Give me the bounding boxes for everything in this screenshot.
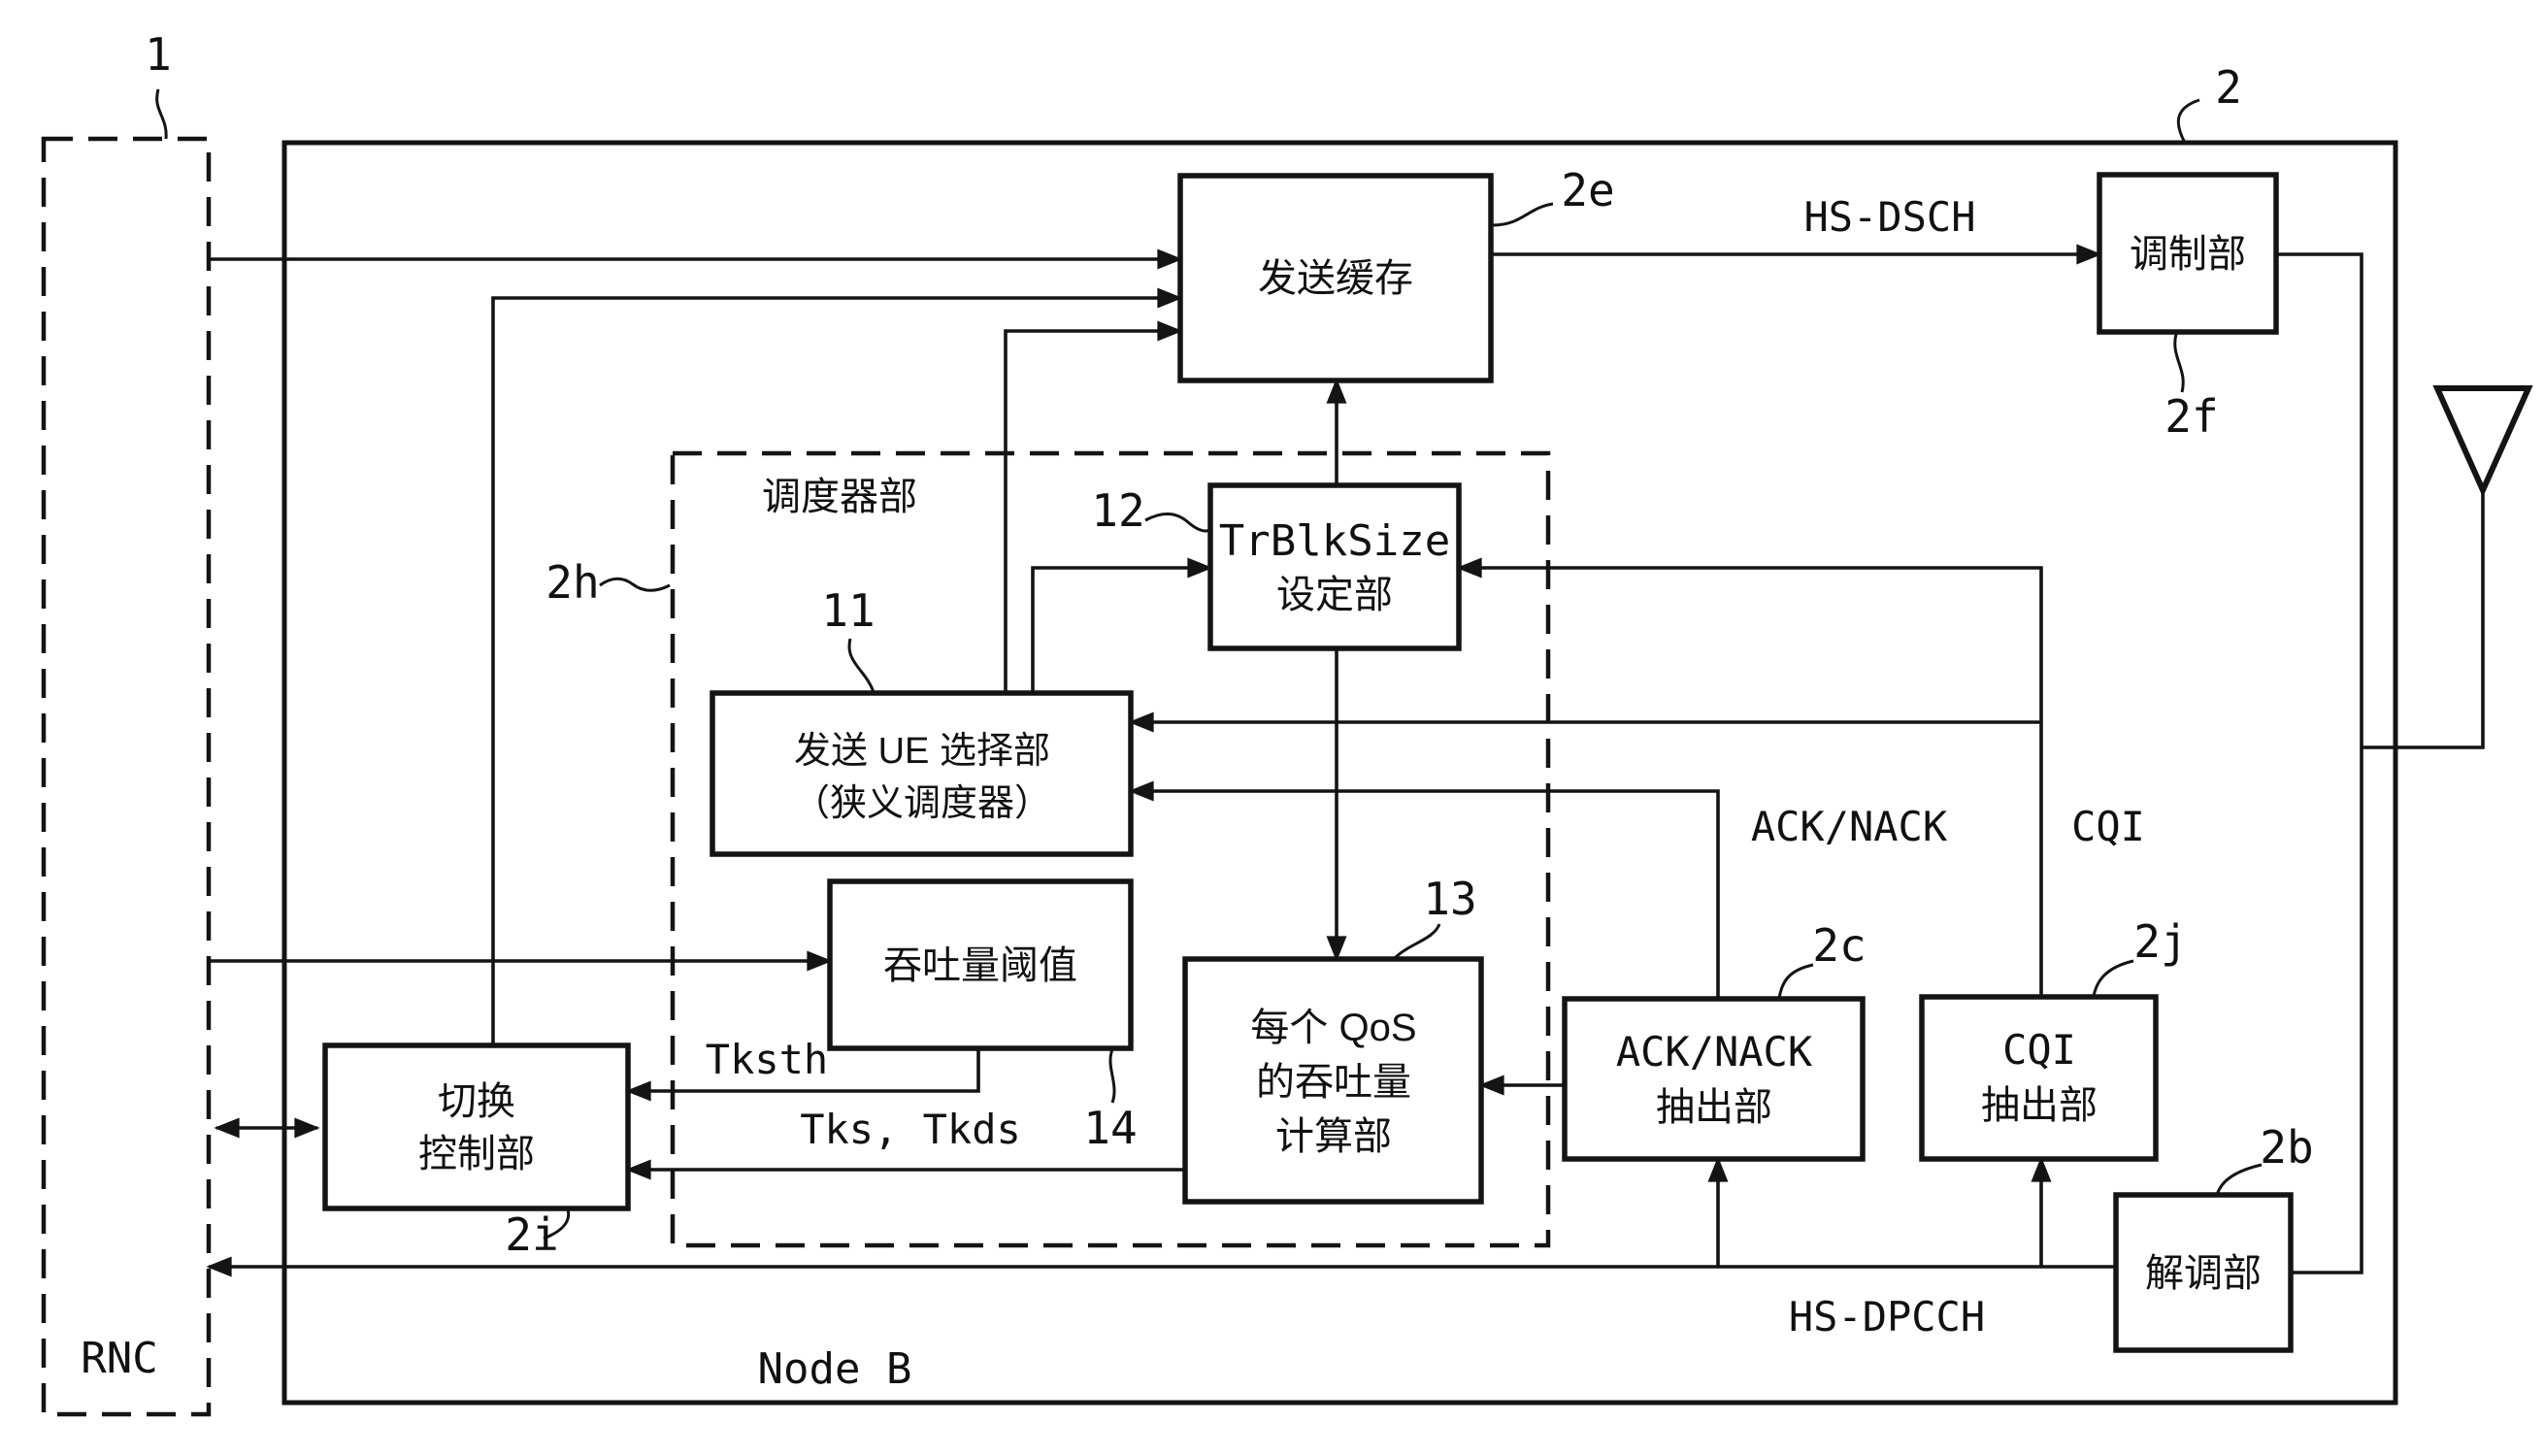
send-buffer-label: 发送缓存 <box>1258 257 1413 300</box>
leader-ref-14 <box>1108 1048 1116 1104</box>
send-buffer-box <box>1177 173 1494 383</box>
leader-ref-2i <box>543 1208 571 1241</box>
ue-selector-label-line-2: （狭义调度器） <box>793 783 1051 824</box>
ref-11: 11 <box>821 584 875 637</box>
ref-2c: 2c <box>1812 919 1866 972</box>
modulator-label: 调制部 <box>2130 233 2246 276</box>
ref-2h: 2h <box>545 556 599 609</box>
wire-antenna-feed <box>2362 490 2485 749</box>
rnc-box <box>41 136 212 1417</box>
handover-control-label-line-2: 控制部 <box>418 1133 535 1175</box>
rnc-label: RNC <box>81 1334 157 1383</box>
ref-13: 13 <box>1423 873 1476 925</box>
leader-ref-2h <box>599 577 671 592</box>
leader-ref-2c <box>1777 963 1814 999</box>
hs-dsch-label: HS-DSCH <box>1803 193 1975 241</box>
leader-ref-13 <box>1393 923 1441 960</box>
throughput-threshold-label: 吞吐量阈值 <box>883 944 1077 987</box>
ack-nack-extractor-label-line-2: 抽出部 <box>1656 1086 1772 1129</box>
leader-ref-1 <box>155 88 168 140</box>
ref-2e: 2e <box>1561 164 1614 216</box>
ack-nack-extractor-box <box>1562 996 1866 1162</box>
handover-control-label-line-1: 切换 <box>438 1080 515 1123</box>
qos-calc-label-line-2: 的吞吐量 <box>1256 1061 1411 1104</box>
ue-selector-label-line-1: 发送 UE 选择部 <box>794 731 1050 772</box>
node-b-box <box>281 140 2398 1406</box>
antenna-icon <box>2432 385 2533 498</box>
qos-calc-label-line-1: 每个 QoS <box>1250 1007 1416 1049</box>
trblksize-label-line-2: 设定部 <box>1276 574 1393 616</box>
ref-14: 14 <box>1083 1102 1137 1154</box>
tksth-label: Tksth <box>706 1036 828 1083</box>
cqi-extractor-label-line-2: 抽出部 <box>1981 1084 2098 1127</box>
cqi-extractor-label-line-1: CQI <box>2002 1026 2076 1074</box>
ref-2j: 2j <box>2133 915 2187 968</box>
leader-ref-11 <box>847 638 876 693</box>
ref-2: 2 <box>2215 61 2242 114</box>
qos-throughput-calc-box <box>1182 956 1484 1205</box>
node-b-label: Node B <box>758 1344 912 1394</box>
wire-tksth <box>625 1048 980 1102</box>
ref-2i: 2i <box>505 1208 558 1261</box>
leader-ref-2j <box>2092 959 2134 997</box>
wire-rf-bus <box>2276 252 2363 1274</box>
cqi-signal-label: CQI <box>2071 803 2145 850</box>
ref-12: 12 <box>1091 484 1144 537</box>
qos-calc-label-line-3: 计算部 <box>1275 1115 1392 1158</box>
cqi-extractor-box <box>1919 994 2159 1162</box>
leader-ref-2e <box>1492 202 1554 227</box>
ack-nack-extractor-label-line-1: ACK/NACK <box>1616 1028 1813 1075</box>
leader-ref-2 <box>2176 98 2200 144</box>
ref-1: 1 <box>145 28 172 81</box>
wire-ue-selector-to-trblksize <box>1031 557 1213 693</box>
demodulator-label: 解调部 <box>2145 1252 2262 1295</box>
wire-handover-to-send-buffer <box>491 287 1183 1045</box>
ue-selector-box <box>710 690 1134 857</box>
leader-ref-2f <box>2173 333 2185 393</box>
wire-ack-nack-to-ue-selector <box>1128 780 1720 999</box>
ref-2f: 2f <box>2164 390 2218 443</box>
leader-ref-2b <box>2215 1163 2263 1196</box>
scheduler-label: 调度器部 <box>762 476 917 518</box>
ack-nack-signal-label: ACK/NACK <box>1751 803 1948 850</box>
trblksize-label-line-1: TrBlkSize <box>1219 516 1450 566</box>
tks-tkds-label: Tks, Tkds <box>800 1106 1021 1153</box>
wire-cqi-to-trblksize <box>1456 557 2043 997</box>
hs-dpcch-label: HS-DPCCH <box>1789 1293 1985 1340</box>
scheduler-box <box>670 450 1551 1248</box>
leader-ref-12 <box>1144 513 1211 533</box>
ref-2b: 2b <box>2260 1121 2313 1174</box>
handover-control-box <box>322 1042 631 1211</box>
trblksize-box <box>1207 482 1462 651</box>
wire-ue-selector-to-send-buffer <box>1004 320 1183 693</box>
